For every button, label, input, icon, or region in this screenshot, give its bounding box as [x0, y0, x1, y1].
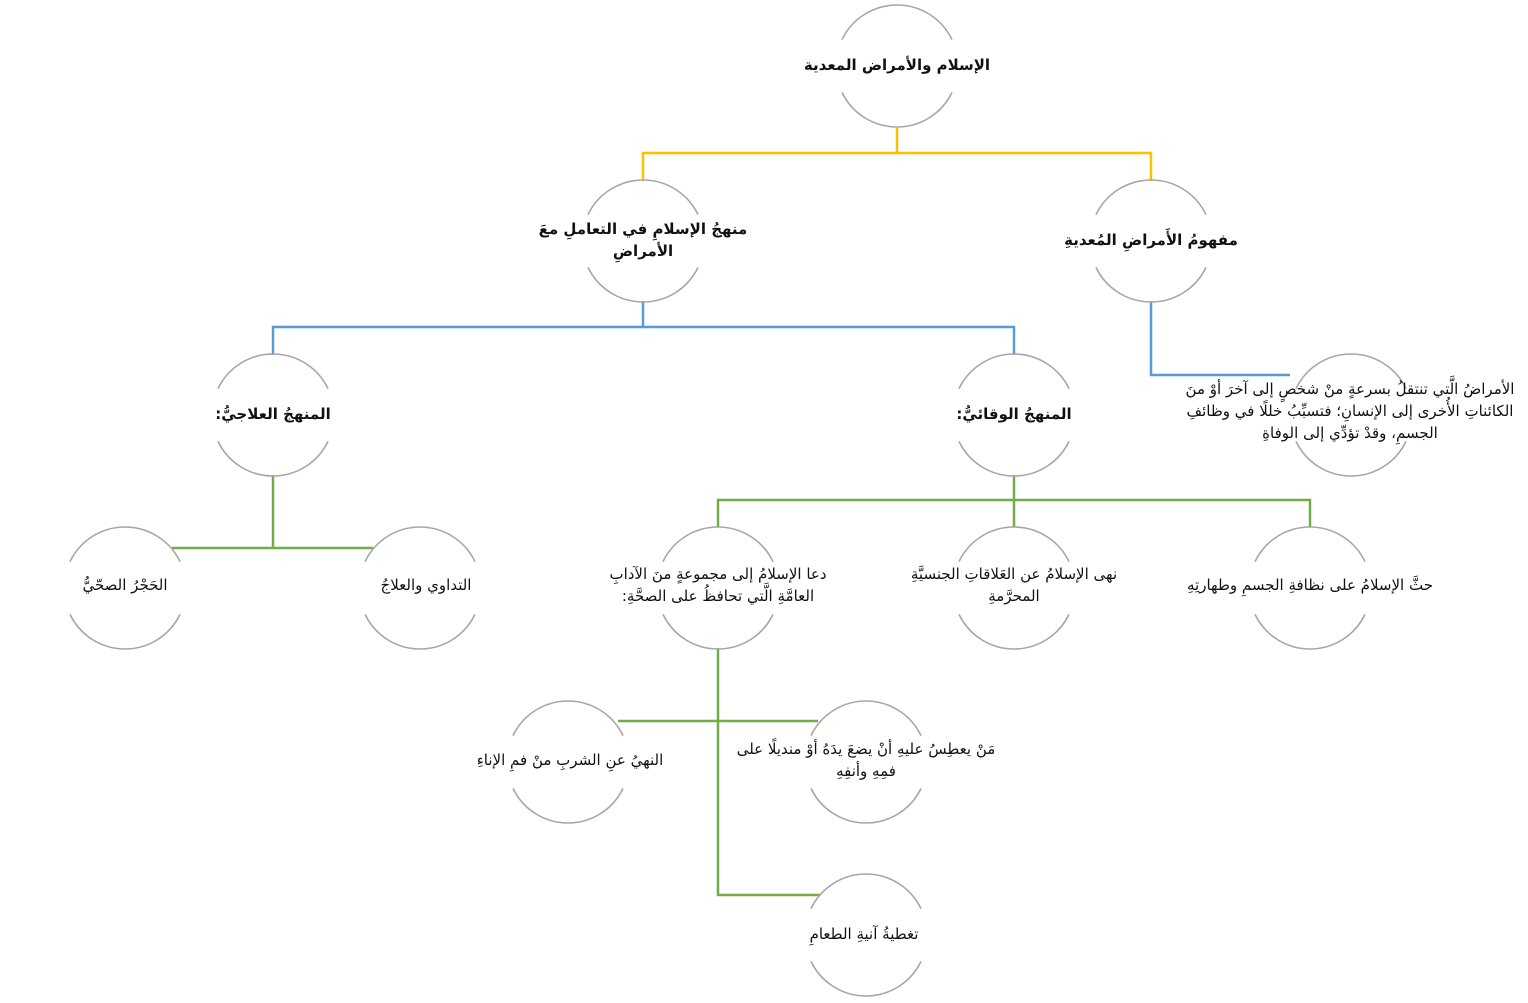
node-outline-top-preventive: [958, 353, 1070, 389]
connector-etiquette-trunk: [716, 648, 820, 897]
concept-title: مفهومُ الأَمراضِ المُعديةِ: [1064, 231, 1238, 250]
node-outline-top-etiquette: [662, 526, 774, 562]
node-quarantine: الحَجْرُ الصحّيُّ: [40, 566, 210, 606]
node-sneeze: مَنْ يعطِسُ عليهِ أنْ يضعَ يدَهُ أوْ مند…: [736, 733, 996, 789]
node-outline-top-sneeze: [810, 700, 922, 736]
node-outline-bottom-concept: [1095, 267, 1207, 303]
node-outline-bottom-preventive: [958, 441, 1070, 477]
connector-approach-to-curative: [271, 325, 643, 355]
node-outline-top-root: [841, 4, 953, 40]
node-outline-top-curative: [217, 353, 329, 389]
curative-title: المنهجُ العلاجيُّ:: [215, 405, 331, 424]
connector-preventive-to-etiquette: [716, 498, 1014, 527]
node-outline-bottom-etiquette: [662, 614, 774, 650]
node-outline-bottom-quarantine: [69, 614, 181, 650]
node-approach: منهجُ الإسلامِ في التعاملِ معَ الأمراضِ: [513, 214, 773, 268]
forbidden-relations-text: نهى الإسلامُ عن العَلاقاتِ الجنسيَّةِ ال…: [910, 565, 1118, 605]
node-outline-bottom-root: [841, 92, 953, 128]
node-concept: مفهومُ الأَمراضِ المُعديةِ: [1021, 219, 1281, 263]
node-etiquette: دعا الإسلامُ إلى مجموعةٍ منَ الآدابِ الع…: [598, 548, 838, 624]
node-treatment: التداوي والعلاجُ: [331, 566, 521, 606]
node-outlines: [69, 4, 1407, 997]
node-outline-bottom-hygiene: [1254, 614, 1366, 650]
node-outline-bottom-drinking: [512, 788, 624, 824]
node-outline-top-drinking: [512, 700, 624, 736]
node-outline-top-quarantine: [69, 526, 181, 562]
node-outline-top-treatment: [364, 526, 476, 562]
node-outline-bottom-curative: [217, 441, 329, 477]
node-preventive: المنهجُ الوقائيُّ:: [924, 393, 1104, 437]
node-outline-bottom-treatment: [364, 614, 476, 650]
node-outline-bottom-sneeze: [810, 788, 922, 824]
cover-food-text: تغطيةُ آنيةِ الطعامِ: [809, 925, 919, 944]
node-outline-bottom-cover-food: [810, 961, 922, 997]
connector-preventive-to-hygiene: [1014, 498, 1312, 527]
node-outline-top-hygiene: [1254, 526, 1366, 562]
preventive-title: المنهجُ الوقائيُّ:: [956, 405, 1072, 424]
node-outline-bottom-forbidden-relations: [958, 614, 1070, 650]
drinking-text: النهيُ عنِ الشربِ منْ فمِ الإناءِ: [476, 751, 664, 770]
node-drinking: النهيُ عنِ الشربِ منْ فمِ الإناءِ: [440, 741, 700, 781]
connector-concept-to-definition: [1149, 301, 1290, 377]
node-outline-bottom-approach: [587, 267, 699, 303]
node-outline-top-concept-definition: [1295, 353, 1407, 389]
hygiene-text: حثَّ الإسلامُ على نظافةِ الجسمِ وطهارتِه…: [1187, 576, 1433, 595]
node-outline-bottom-concept-definition: [1295, 441, 1407, 477]
node-cover-food: تغطيةُ آنيةِ الطعامِ: [764, 915, 964, 955]
root-node: الإسلام والأمراض المعدية: [747, 44, 1047, 88]
node-hygiene: حثَّ الإسلامُ على نظافةِ الجسمِ وطهارتِه…: [1180, 558, 1440, 614]
sneeze-text: مَنْ يعطِسُ عليهِ أنْ يضعَ يدَهُ أوْ مند…: [736, 740, 996, 780]
connector-root-to-approach: [641, 151, 897, 181]
connector-root-to-concept: [897, 151, 1153, 181]
node-curative: المنهجُ العلاجيُّ:: [183, 393, 363, 437]
root-title: الإسلام والأمراض المعدية: [803, 56, 991, 75]
treatment-text: التداوي والعلاجُ: [380, 576, 472, 595]
node-outline-top-cover-food: [810, 873, 922, 909]
node-outline-top-approach: [587, 179, 699, 215]
quarantine-text: الحَجْرُ الصحّيُّ: [82, 576, 168, 595]
etiquette-text: دعا الإسلامُ إلى مجموعةٍ منَ الآدابِ الع…: [609, 565, 827, 605]
node-forbidden-relations: نهى الإسلامُ عن العَلاقاتِ الجنسيَّةِ ال…: [899, 558, 1129, 614]
node-concept-definition: الأمراضُ الَّتي تنتقلُ بسرعةٍ منْ شخصٍ إ…: [1180, 362, 1520, 462]
node-outline-top-forbidden-relations: [958, 526, 1070, 562]
concept-definition-text: الأمراضُ الَّتي تنتقلُ بسرعةٍ منْ شخصٍ إ…: [1185, 380, 1515, 442]
node-outline-top-concept: [1095, 179, 1207, 215]
connector-approach-to-preventive: [641, 301, 1016, 355]
approach-title: منهجُ الإسلامِ في التعاملِ معَ الأمراضِ: [538, 220, 748, 260]
